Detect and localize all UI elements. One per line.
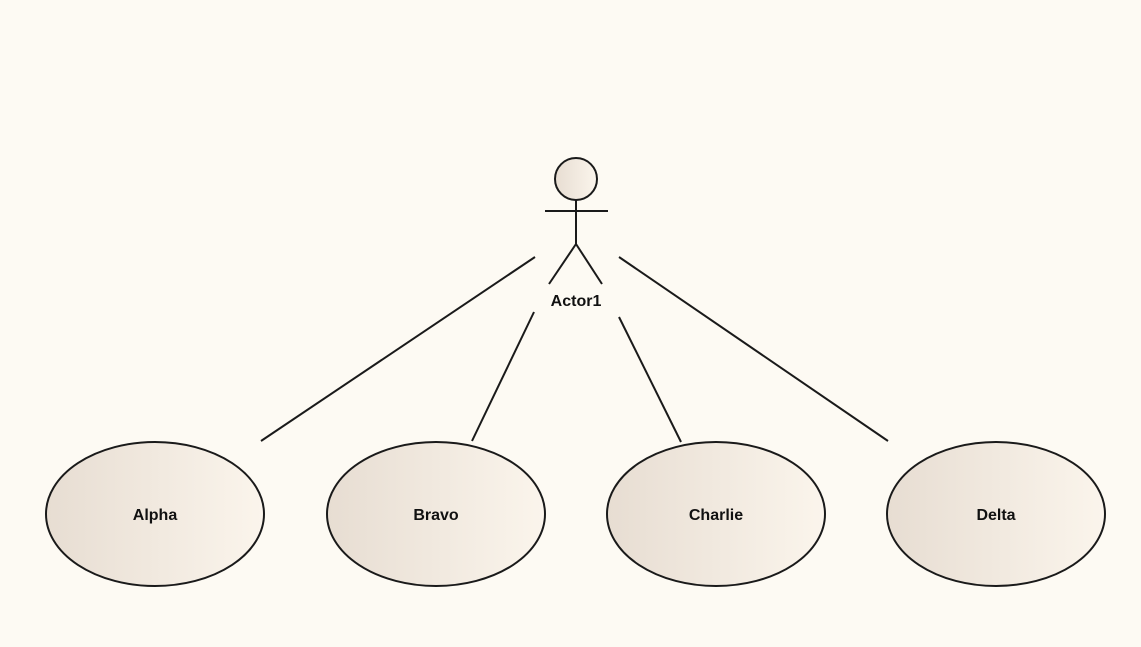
use-case-ellipse xyxy=(606,441,826,587)
use-case-label: Bravo xyxy=(413,507,459,524)
use-case-label: Delta xyxy=(976,507,1015,524)
actor-head xyxy=(554,157,598,201)
use-case-charlie[interactable]: Charlie xyxy=(606,441,826,587)
actor-left-leg xyxy=(548,243,577,285)
actor-right-leg xyxy=(575,243,603,285)
use-case-ellipse xyxy=(326,441,546,587)
use-case-delta[interactable]: Delta xyxy=(886,441,1106,587)
use-case-label: Charlie xyxy=(689,507,743,524)
actor-actor1[interactable]: Actor1 xyxy=(545,157,608,310)
association-line-delta[interactable] xyxy=(618,256,889,442)
association-line-charlie[interactable] xyxy=(618,316,682,443)
actor-label: Actor1 xyxy=(551,293,602,310)
association-line-bravo[interactable] xyxy=(471,311,535,442)
use-case-bravo[interactable]: Bravo xyxy=(326,441,546,587)
use-case-alpha[interactable]: Alpha xyxy=(45,441,265,587)
association-line-alpha[interactable] xyxy=(260,256,536,442)
associations xyxy=(260,256,889,443)
use-case-ellipse xyxy=(886,441,1106,587)
use-case-label: Alpha xyxy=(133,507,178,524)
use-case-ellipse xyxy=(45,441,265,587)
stick-figure-actor-icon xyxy=(545,157,608,285)
